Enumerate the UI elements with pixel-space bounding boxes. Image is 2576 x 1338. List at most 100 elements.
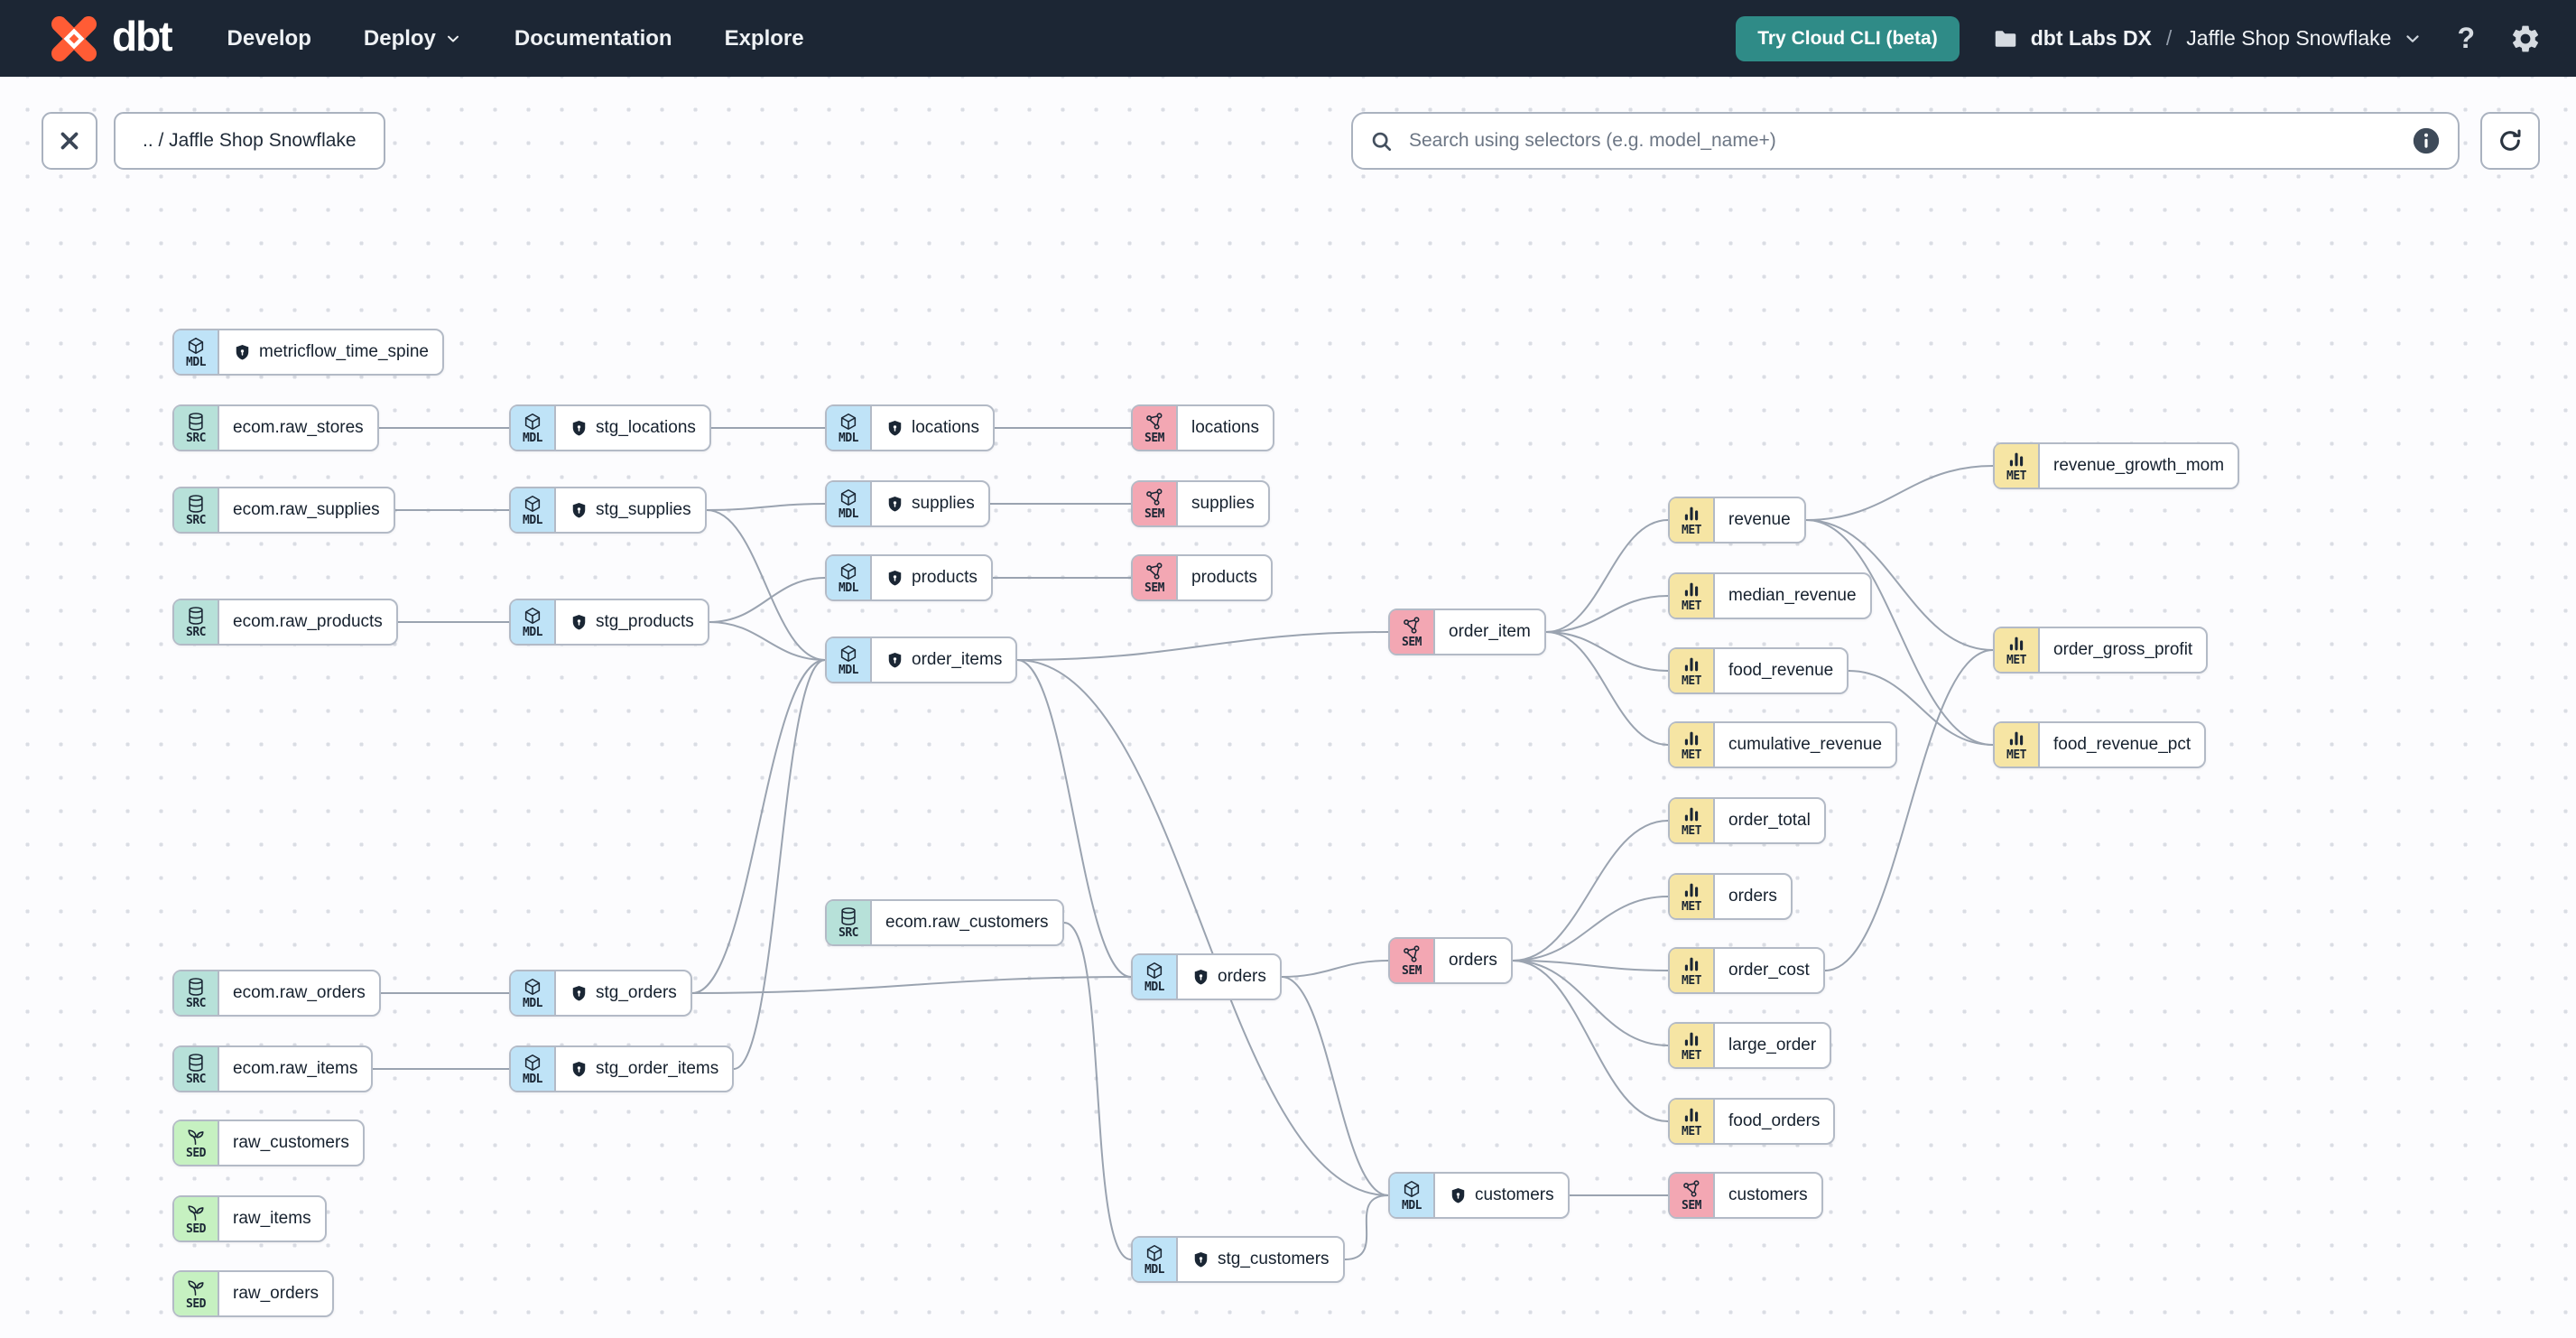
node-name-text: order_cost xyxy=(1728,961,1810,980)
lineage-edge xyxy=(691,659,826,994)
nav-link-documentation[interactable]: Documentation xyxy=(514,26,672,51)
node-label: food_revenue_pct xyxy=(2040,723,2204,767)
nav-link-deploy[interactable]: Deploy xyxy=(364,26,462,51)
node-type-label: SEM xyxy=(1402,636,1422,649)
gear-icon[interactable] xyxy=(2509,23,2542,55)
dbt-logo-text: dbt xyxy=(112,12,173,60)
node-type-badge: SRC xyxy=(174,406,219,450)
node-type-badge: MDL xyxy=(511,600,556,644)
node-name-text: order_items xyxy=(912,650,1003,669)
info-icon[interactable] xyxy=(2411,125,2442,156)
lineage-edge xyxy=(691,976,1132,994)
close-lineage-button[interactable] xyxy=(42,112,97,170)
node-type-label: SRC xyxy=(186,997,206,1010)
node-type-badge: MET xyxy=(1670,649,1715,692)
breadcrumb-separator: / xyxy=(2165,26,2173,50)
project-selector[interactable]: dbt Labs DX / Jaffle Shop Snowflake xyxy=(1992,25,2423,52)
node-name-text: locations xyxy=(1191,418,1259,437)
lineage-breadcrumb[interactable]: .. / Jaffle Shop Snowflake xyxy=(114,112,385,170)
try-cloud-cli-button[interactable]: Try Cloud CLI (beta) xyxy=(1736,15,1960,61)
lineage-edge xyxy=(1512,960,1669,1122)
node-name-text: raw_orders xyxy=(233,1284,320,1303)
help-icon[interactable]: ? xyxy=(2457,22,2475,54)
node-type-badge: MDL xyxy=(511,406,556,450)
shield-icon xyxy=(888,420,902,435)
lineage-edge xyxy=(1545,631,1669,746)
nav-link-explore[interactable]: Explore xyxy=(725,26,804,51)
cube-icon xyxy=(524,607,541,625)
node-type-label: SEM xyxy=(1402,964,1422,978)
account-name: dbt Labs DX xyxy=(2030,26,2152,50)
lineage-edge xyxy=(709,621,826,661)
node-name-text: food_orders xyxy=(1728,1111,1821,1130)
node-name-text: ecom.raw_stores xyxy=(233,418,364,437)
node-label: ecom.raw_supplies xyxy=(219,488,394,532)
lineage-edge xyxy=(733,659,826,1070)
lineage-node-ecom.raw_stores[interactable]: SRC ecom.raw_stores xyxy=(172,404,379,451)
folder-icon xyxy=(1995,30,2015,47)
node-label: food_revenue xyxy=(1715,649,1847,692)
seed-icon xyxy=(188,1205,204,1222)
node-name-text: ecom.raw_items xyxy=(233,1059,358,1078)
selector-search-input[interactable] xyxy=(1407,129,2397,153)
node-type-label: MDL xyxy=(186,356,206,369)
cube-icon xyxy=(840,562,857,581)
nav-link-label: Explore xyxy=(724,25,804,51)
nav-link-develop[interactable]: Develop xyxy=(227,26,311,51)
refresh-button[interactable] xyxy=(2480,112,2540,170)
lineage-edge xyxy=(1805,465,1994,521)
node-type-label: MDL xyxy=(1144,1263,1164,1277)
node-type-badge: MDL xyxy=(511,1047,556,1091)
node-type-badge: MDL xyxy=(827,482,872,525)
cube-icon xyxy=(1404,1180,1420,1198)
dbt-logo[interactable]: dbt xyxy=(47,12,173,66)
database-icon xyxy=(189,495,203,513)
node-label: large_order xyxy=(1715,1024,1830,1067)
node-name-text: products xyxy=(1191,568,1257,587)
node-label: raw_customers xyxy=(219,1121,363,1165)
node-type-badge: MET xyxy=(1995,444,2040,488)
node-type-label: MDL xyxy=(1144,980,1164,994)
node-type-badge: MET xyxy=(1670,498,1715,542)
